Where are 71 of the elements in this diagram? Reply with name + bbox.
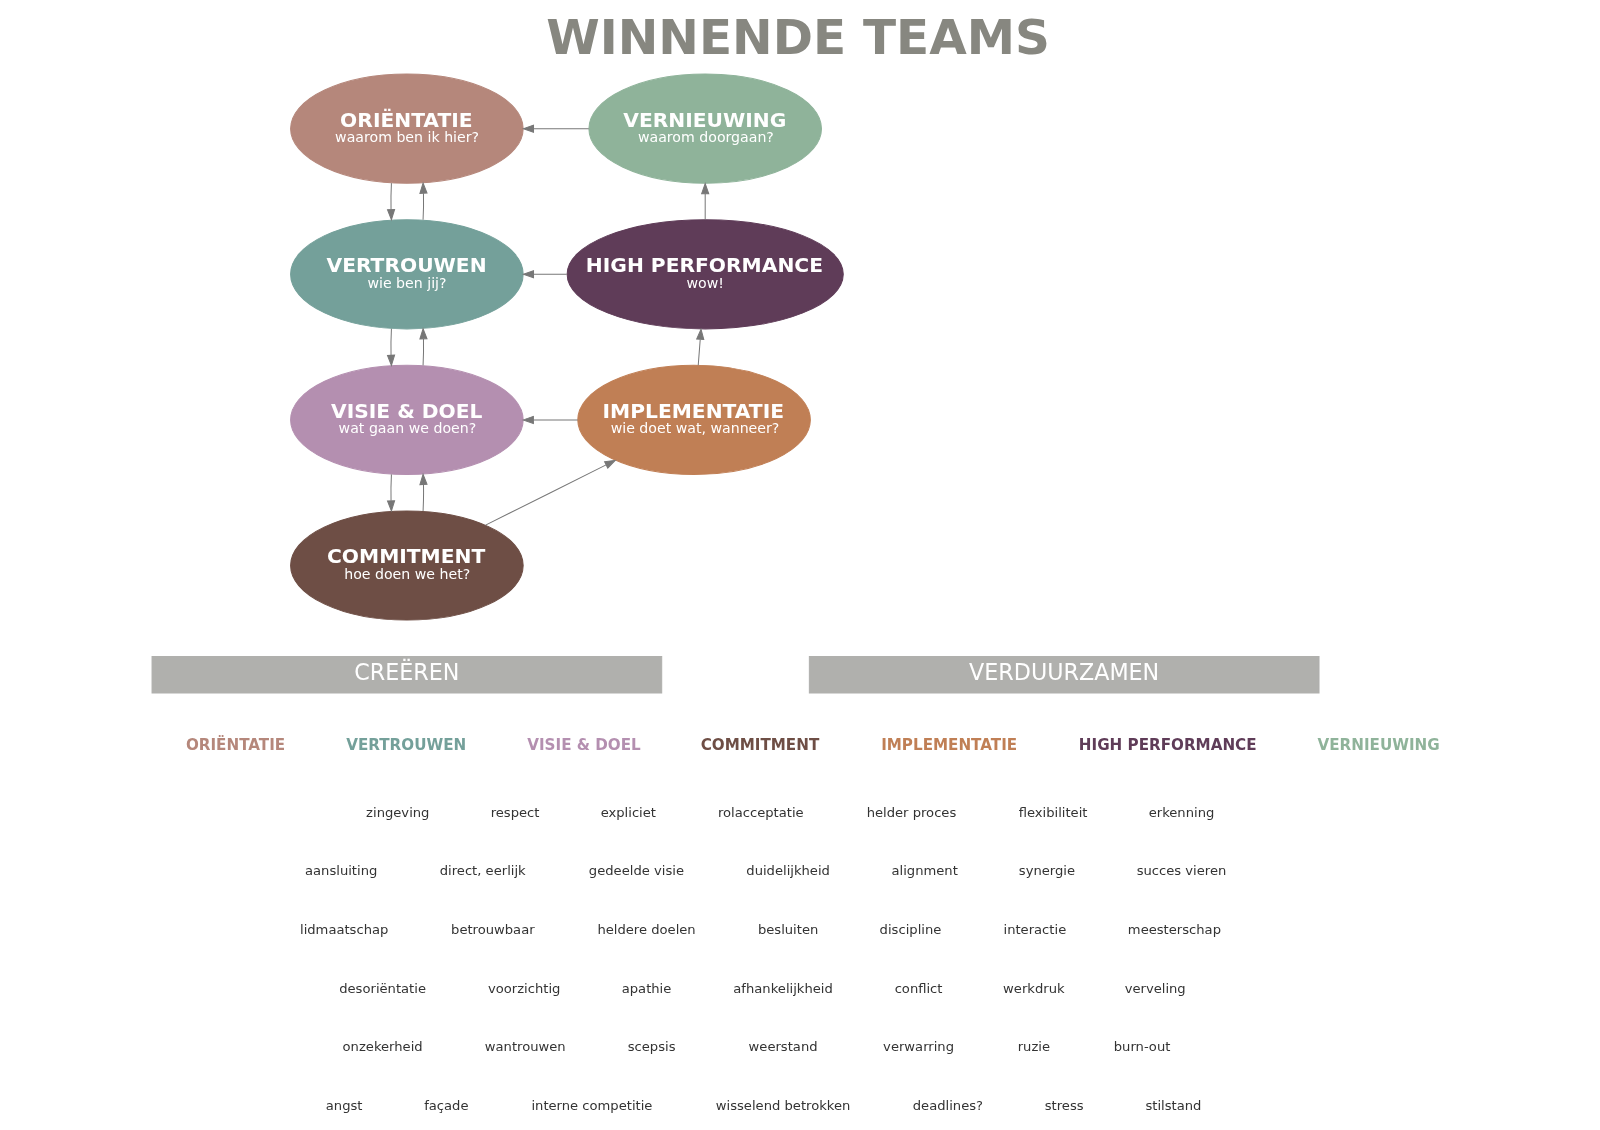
label: ruzie — [1017, 1039, 1051, 1055]
node-ellipse: ORIËNTATIE waarom ben ik hier? — [290, 73, 524, 184]
label: expliciet — [600, 804, 657, 820]
arrow — [386, 182, 396, 222]
arrow — [485, 459, 617, 526]
label: HIGH PERFORMANCE — [1078, 736, 1257, 755]
label: heldere doelen — [597, 922, 696, 937]
label: VERNIEUWING — [1317, 736, 1440, 755]
arrow — [521, 124, 590, 133]
label: ORIËNTATIE — [185, 736, 286, 755]
label: alignment — [891, 863, 958, 879]
arrow — [419, 181, 428, 221]
label: helder proces — [866, 804, 957, 820]
label: IMPLEMENTATIE — [881, 736, 1018, 755]
label: interne competitie — [531, 1097, 653, 1113]
label: gedeelde visie — [588, 863, 684, 879]
label: respect — [490, 804, 540, 820]
arrow — [695, 327, 705, 366]
diagram-title: WINNENDE TEAMS — [546, 9, 1051, 66]
label: stress — [1044, 1097, 1084, 1113]
label: façade — [424, 1097, 469, 1113]
node-ellipse: COMMITMENT hoe doen we het? — [290, 510, 524, 621]
label: VERDUURZAMEN — [969, 659, 1160, 686]
label: VERTROUWEN — [346, 736, 467, 755]
label: discipline — [879, 922, 942, 937]
label: deadlines? — [912, 1097, 984, 1113]
label: conflict — [894, 980, 943, 996]
label: flexibiliteit — [1018, 804, 1088, 820]
label: VISIE & DOEL — [527, 736, 641, 755]
label: weerstand — [748, 1039, 818, 1055]
label: angst — [325, 1097, 363, 1113]
label: desoriëntatie — [339, 980, 426, 996]
arrow — [386, 328, 396, 367]
arrow — [521, 415, 579, 425]
node-ellipse: IMPLEMENTATIE wie doet wat, wanneer? — [577, 364, 811, 475]
label: verveling — [1124, 980, 1186, 996]
label: succes vieren — [1136, 863, 1227, 879]
label: stilstand — [1145, 1097, 1202, 1113]
label: erkenning — [1148, 804, 1215, 820]
arrow — [386, 473, 396, 513]
label: apathie — [621, 980, 672, 996]
label: meesterschap — [1127, 922, 1221, 937]
node-ellipse: VERTROUWEN wie ben jij? — [290, 219, 524, 330]
label: voorzichtig — [487, 980, 561, 996]
label: aansluiting — [305, 863, 378, 879]
label: besluiten — [757, 922, 819, 937]
label: scepsis — [627, 1039, 676, 1055]
label: lidmaatschap — [299, 922, 389, 937]
label: betrouwbaar — [451, 922, 535, 937]
label: interactie — [1003, 922, 1067, 937]
label: COMMITMENT — [700, 736, 820, 755]
node-ellipse: VISIE & DOEL wat gaan we doen? — [290, 364, 524, 475]
label: onzekerheid — [342, 1039, 423, 1055]
label: rolacceptatie — [717, 804, 804, 820]
label: wantrouwen — [484, 1039, 566, 1055]
label: werkdruk — [1003, 980, 1065, 996]
label: verwarring — [883, 1039, 955, 1055]
label: synergie — [1018, 863, 1076, 879]
label: wisselend betrokken — [715, 1097, 851, 1113]
arrow — [521, 270, 568, 279]
label: direct, eerlijk — [439, 863, 526, 879]
arrow — [700, 182, 710, 221]
label: burn-out — [1113, 1039, 1171, 1055]
label: CREËREN — [354, 659, 460, 686]
label: duidelijkheid — [746, 863, 830, 879]
label: afhankelijkheid — [733, 980, 833, 996]
arrow — [419, 472, 428, 512]
arrow — [419, 327, 428, 366]
label: zingeving — [366, 804, 430, 820]
node-ellipse: VERNIEUWING waarom doorgaan? — [588, 73, 822, 184]
node-ellipse: HIGH PERFORMANCE wow! — [566, 219, 844, 330]
